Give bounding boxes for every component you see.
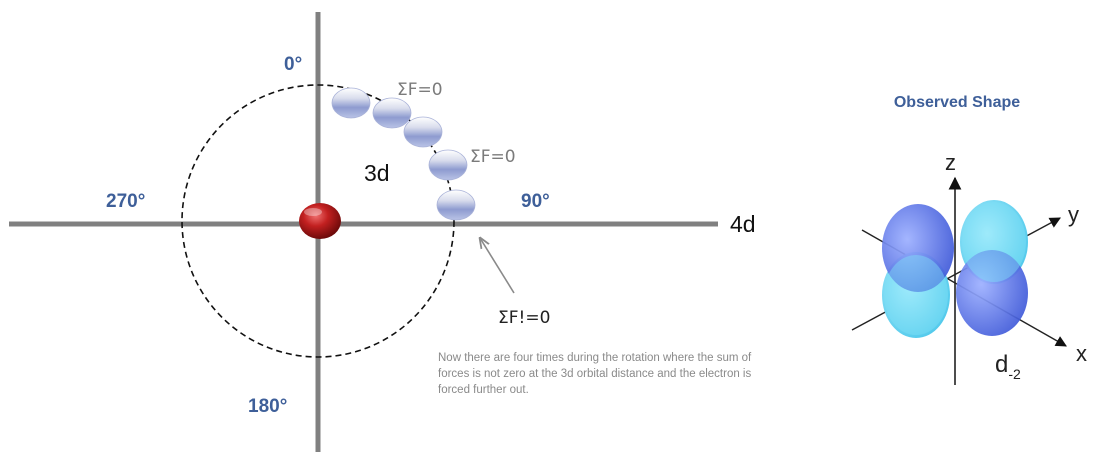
sum-force-zero-label-1: ΣF=0 (397, 80, 443, 100)
orbital-4d-label: 4d (730, 211, 756, 237)
electron (437, 190, 475, 220)
angle-label-90: 90° (521, 191, 550, 212)
x-axis-label: x (1076, 341, 1087, 366)
angle-label-180: 180° (248, 396, 287, 417)
sum-force-nonzero-label: ΣF!=0 (498, 308, 550, 328)
angle-label-270: 270° (106, 191, 145, 212)
y-axis-label: y (1068, 202, 1079, 227)
observed-shape-title: Observed Shape (852, 94, 1062, 112)
sum-force-zero-label-2: ΣF=0 (470, 147, 516, 167)
pointer-arrow (480, 238, 514, 293)
orbital-letter: d (995, 351, 1008, 378)
nucleus (299, 203, 341, 239)
y-axis-line (852, 218, 1060, 330)
orbital-subscript: -2 (1008, 366, 1021, 382)
electron (404, 117, 442, 147)
electron-path (332, 88, 475, 220)
z-axis-label: z (945, 150, 956, 175)
explanation-note: Now there are four times during the rota… (438, 350, 783, 398)
electron (332, 88, 370, 118)
nucleus-highlight (304, 208, 322, 216)
orbital-3d-label: 3d (364, 160, 390, 186)
orbital-lobe (884, 255, 948, 335)
electron (429, 150, 467, 180)
electron (373, 98, 411, 128)
observed-shape-figure: z y x d-2 (852, 150, 1087, 385)
angle-label-0: 0° (284, 54, 302, 75)
orbital-label: d-2 (995, 351, 1021, 382)
orbital-lobe (962, 202, 1026, 282)
